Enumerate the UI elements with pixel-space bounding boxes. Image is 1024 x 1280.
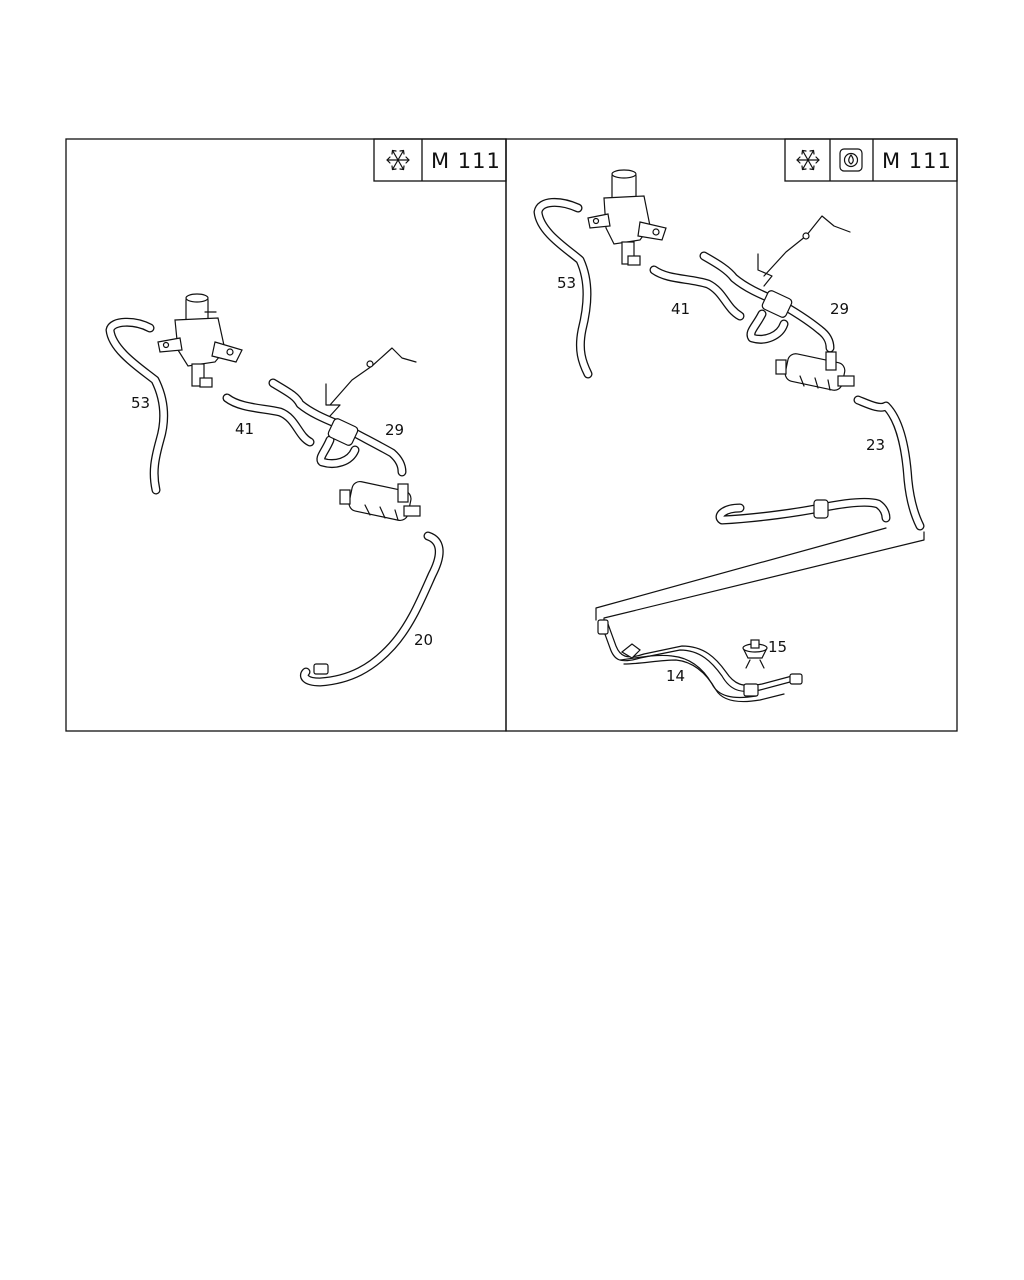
callout-20: 20 <box>414 631 433 649</box>
hose-23 <box>853 395 925 531</box>
pipe-14 <box>597 619 803 703</box>
callout-14: 14 <box>666 667 685 685</box>
hose-41 <box>222 393 315 447</box>
right-panel: M 111 <box>505 138 958 732</box>
heater-valve <box>157 293 243 388</box>
callout-41: 41 <box>235 420 254 438</box>
right-header: M 111 <box>784 138 958 182</box>
engine-model-label: M 111 <box>431 149 501 173</box>
hose-29 <box>699 215 851 353</box>
heater-valve <box>587 169 667 266</box>
hose-29 <box>268 347 417 477</box>
engine-model-label: M 111 <box>882 149 952 173</box>
callout-41: 41 <box>671 300 690 318</box>
left-panel-frame <box>65 138 507 732</box>
callout-29: 29 <box>385 421 404 439</box>
callout-23: 23 <box>866 436 885 454</box>
right-panel-frame <box>505 138 958 732</box>
hose-20 <box>299 531 444 687</box>
aux-water-pump <box>775 351 855 391</box>
left-header: M 111 <box>373 138 507 182</box>
hose-53 <box>105 317 169 495</box>
aux-heater-icon <box>839 148 863 172</box>
aux-water-pump <box>339 480 421 522</box>
connecting-hose <box>715 497 891 525</box>
left-panel: M 111 <box>65 138 507 732</box>
clip-15 <box>742 639 768 669</box>
snowflake-icon <box>386 149 410 171</box>
hose-41 <box>649 265 745 321</box>
callout-53: 53 <box>131 394 150 412</box>
callout-53: 53 <box>557 274 576 292</box>
hose-53 <box>533 198 593 379</box>
snowflake-icon <box>796 149 820 171</box>
assembly-bracket <box>595 527 925 627</box>
callout-29: 29 <box>830 300 849 318</box>
callout-15: 15 <box>768 638 787 656</box>
